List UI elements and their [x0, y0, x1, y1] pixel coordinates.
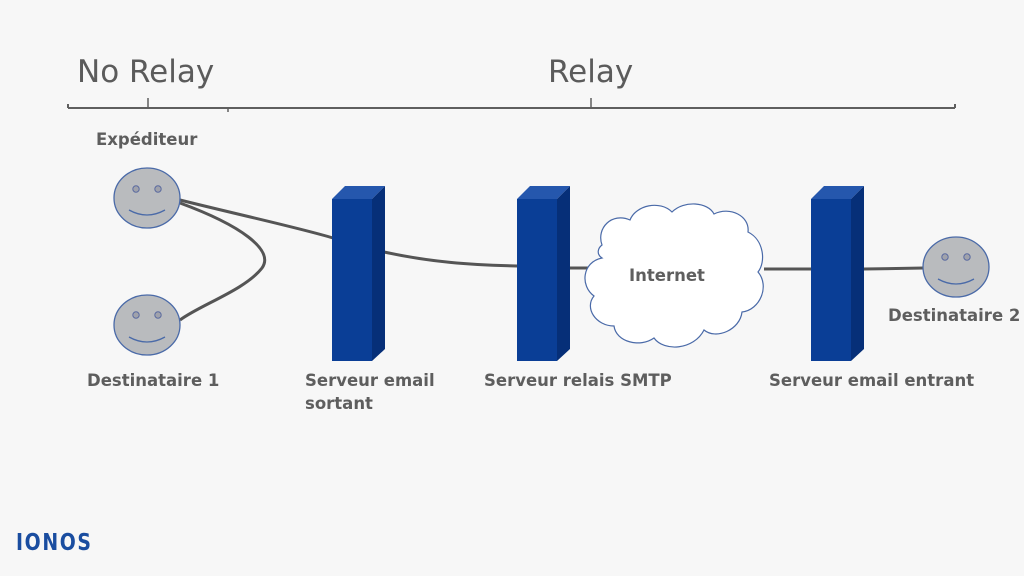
internet-cloud-icon — [584, 203, 764, 348]
section-bracket — [67, 98, 956, 112]
line-sender-to-outgoing — [179, 198, 334, 240]
relay-section-label: Relay — [548, 54, 634, 90]
connections — [179, 198, 925, 322]
line-outgoing-to-relay — [383, 250, 518, 268]
incoming-server-label: Serveur email entrant — [769, 371, 975, 390]
sender-label: Expéditeur — [96, 130, 198, 149]
recipient2-smiley-face-icon — [922, 236, 990, 298]
ionos-logo: IONOS — [16, 530, 93, 556]
line-incoming-to-recipient2 — [863, 266, 925, 271]
recipient1-label: Destinataire 1 — [87, 371, 220, 390]
outgoing-server-label-line2: sortant — [305, 394, 373, 413]
sender-smiley-face-icon — [113, 167, 181, 229]
no-relay-section-label: No Relay — [77, 54, 215, 90]
recipient1-smiley-face-icon — [113, 294, 181, 356]
line-sender-to-recipient1 — [179, 201, 267, 322]
smtp-relay-label: Serveur relais SMTP — [484, 371, 672, 390]
outgoing-server-label-line1: Serveur email — [305, 371, 435, 390]
incoming-server-tower-icon — [811, 186, 864, 361]
recipient2-label: Destinataire 2 — [888, 306, 1021, 325]
internet-label: Internet — [629, 266, 705, 285]
smtp-relay-server-tower-icon — [517, 186, 570, 361]
outgoing-server-tower-icon — [332, 186, 385, 361]
